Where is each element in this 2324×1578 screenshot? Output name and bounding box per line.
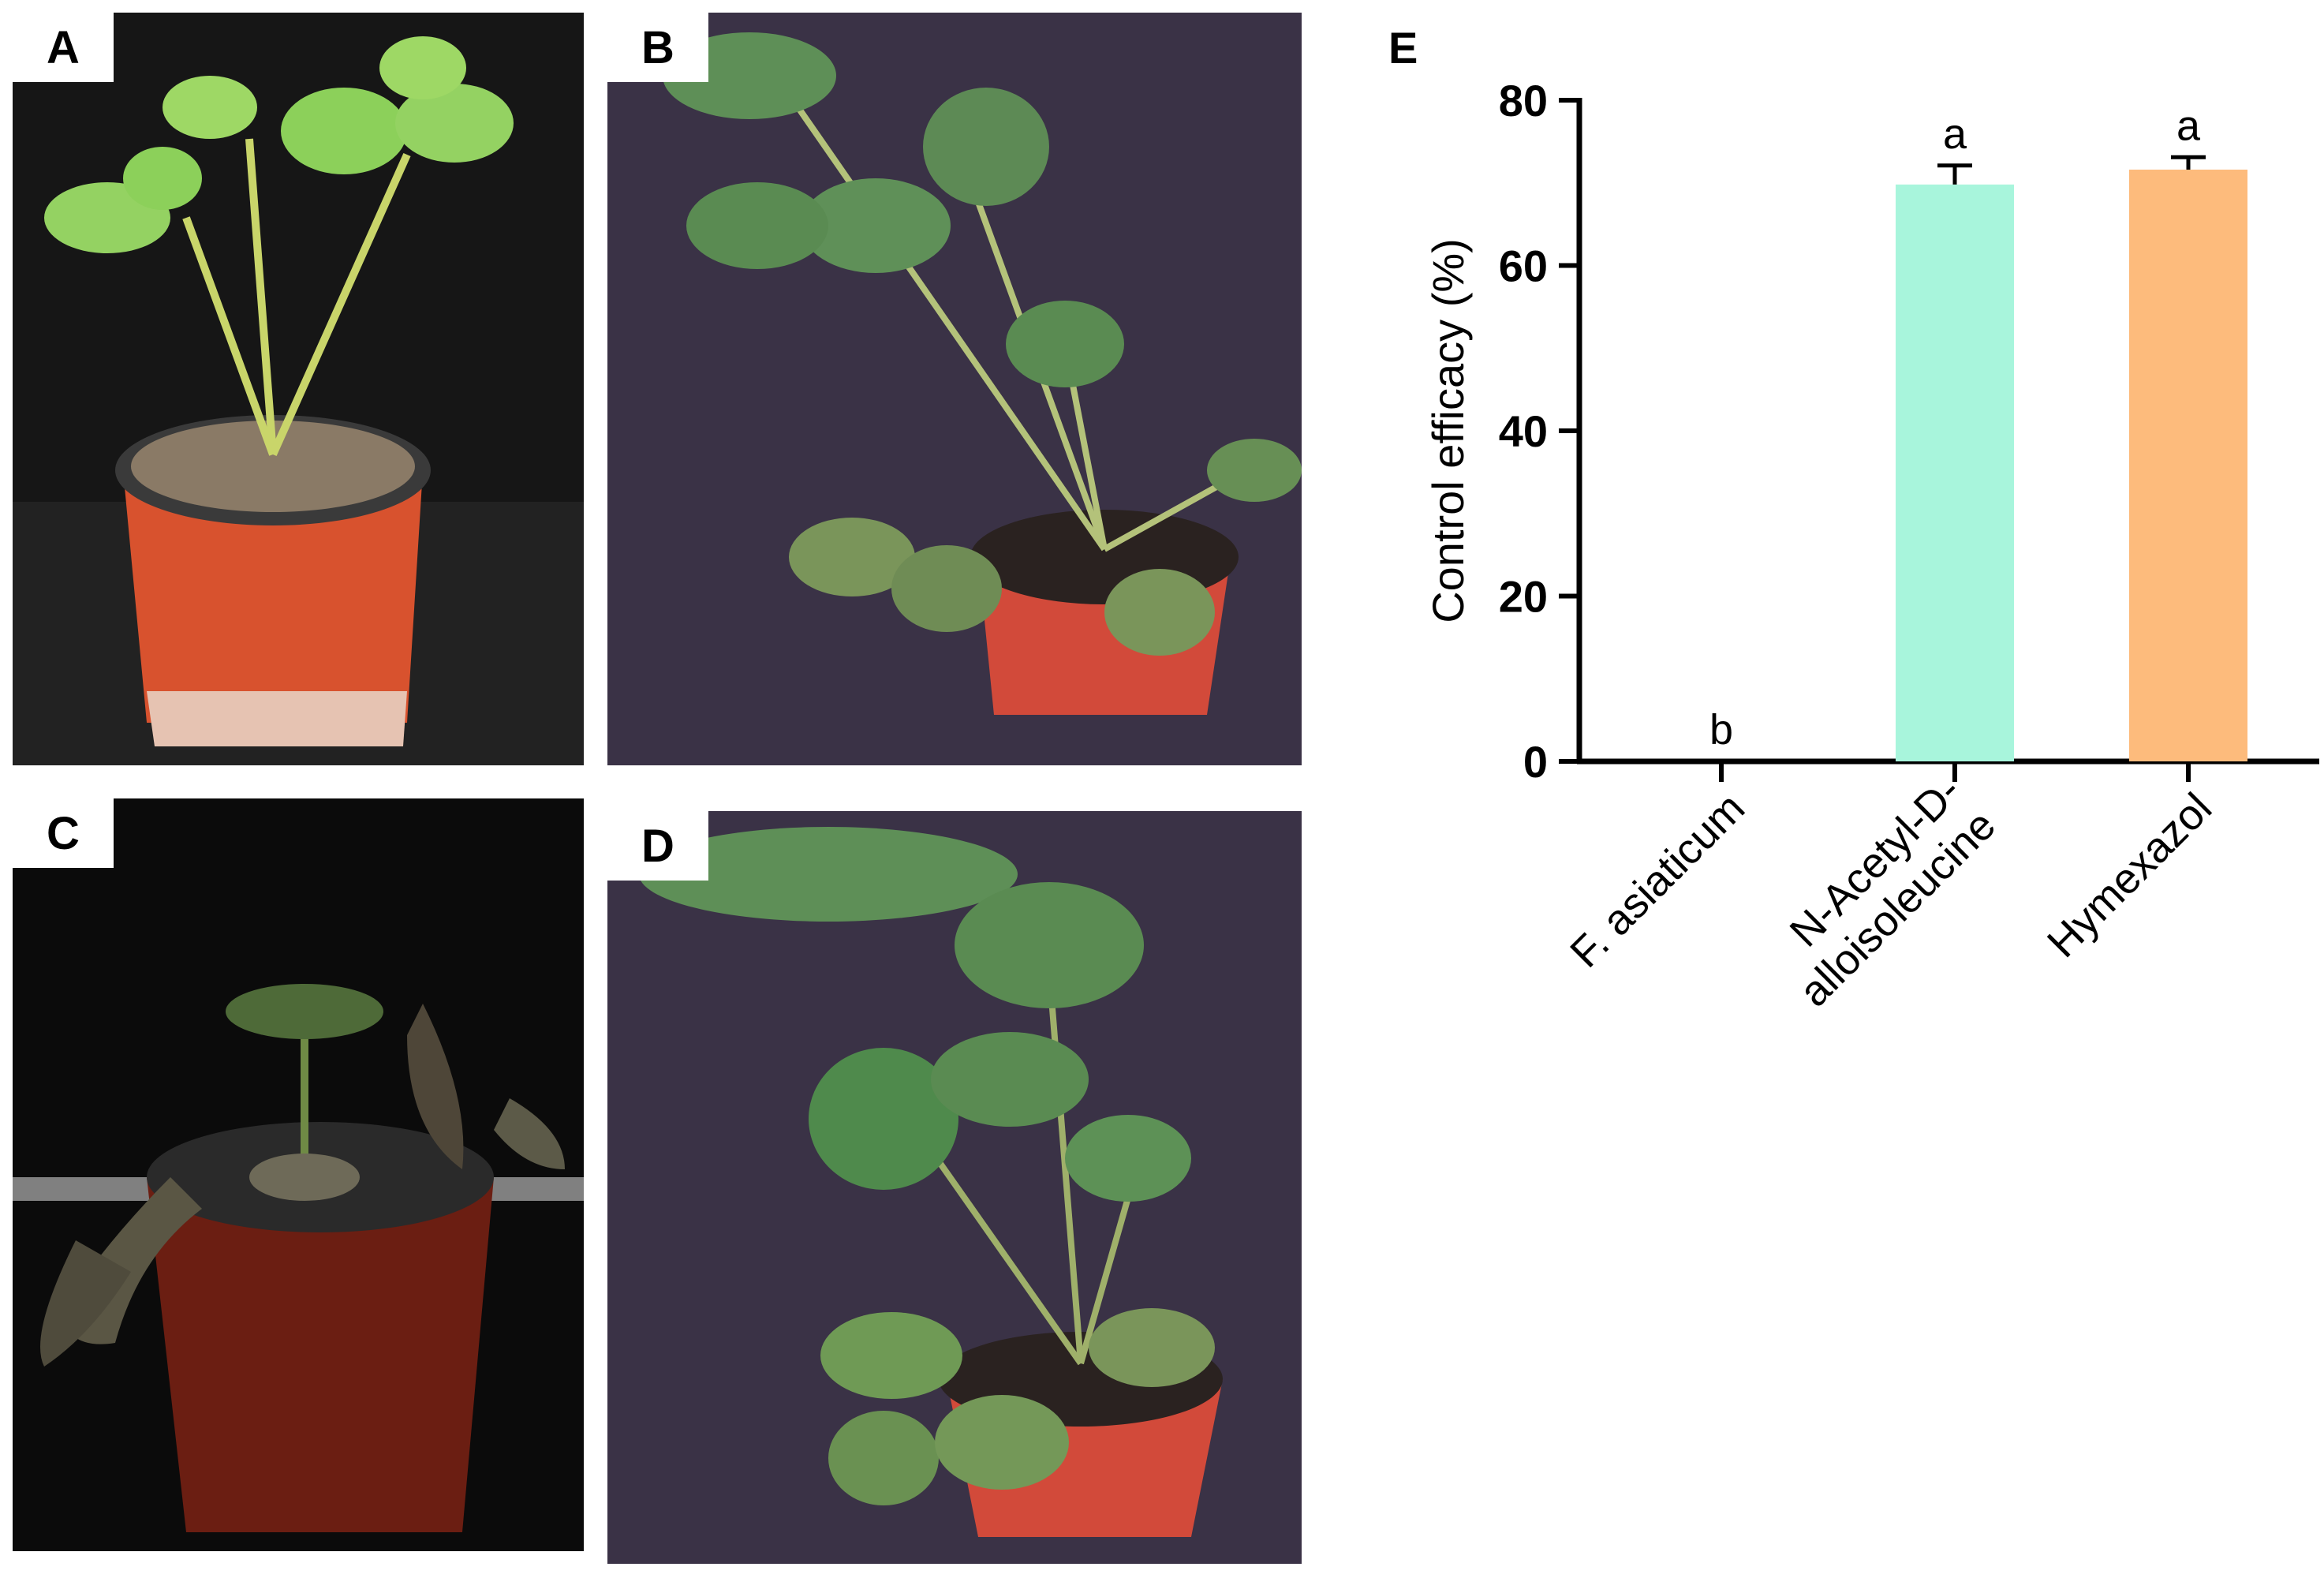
significance-label: a: [2176, 102, 2201, 149]
x-tick-label: F. asiaticum: [1561, 784, 1754, 977]
significance-label: a: [1943, 110, 1967, 158]
panel-label-b: B: [607, 13, 708, 82]
strawberry-plant-healthy-image: [13, 13, 584, 765]
bar: [2129, 169, 2247, 762]
y-tick-label: 60: [1499, 241, 1548, 291]
x-tick-label-line: F. asiaticum: [1561, 784, 1754, 977]
y-tick-label: 80: [1499, 76, 1548, 125]
panel-label-d: D: [607, 811, 708, 881]
y-tick-label: 40: [1499, 406, 1548, 456]
y-tick-label: 0: [1523, 737, 1548, 787]
strawberry-plant-treated-image: [607, 13, 1302, 765]
photo-panel-d: D: [607, 811, 1302, 1564]
y-tick-label: 20: [1499, 572, 1548, 622]
strawberry-plant-treated-image-2: [607, 811, 1302, 1564]
y-axis-label: Control efficacy (%): [1423, 238, 1473, 623]
x-tick-label-line: Hymexazol: [2038, 784, 2221, 967]
strawberry-plant-infected-image: [13, 798, 584, 1551]
panel-label-a: A: [13, 13, 114, 82]
x-tick-label: Hymexazol: [2038, 784, 2221, 967]
x-tick-label: N-Acetyl-D-alloisoleucine: [1756, 767, 2005, 1016]
photo-panel-b: B: [607, 13, 1302, 765]
photo-panel-a: A: [13, 13, 584, 765]
panel-label-c: C: [13, 798, 114, 868]
bar: [1896, 184, 2014, 762]
significance-label: b: [1709, 706, 1733, 753]
photo-panel-c: C: [13, 798, 584, 1551]
panel-label-e: E: [1388, 23, 1418, 73]
